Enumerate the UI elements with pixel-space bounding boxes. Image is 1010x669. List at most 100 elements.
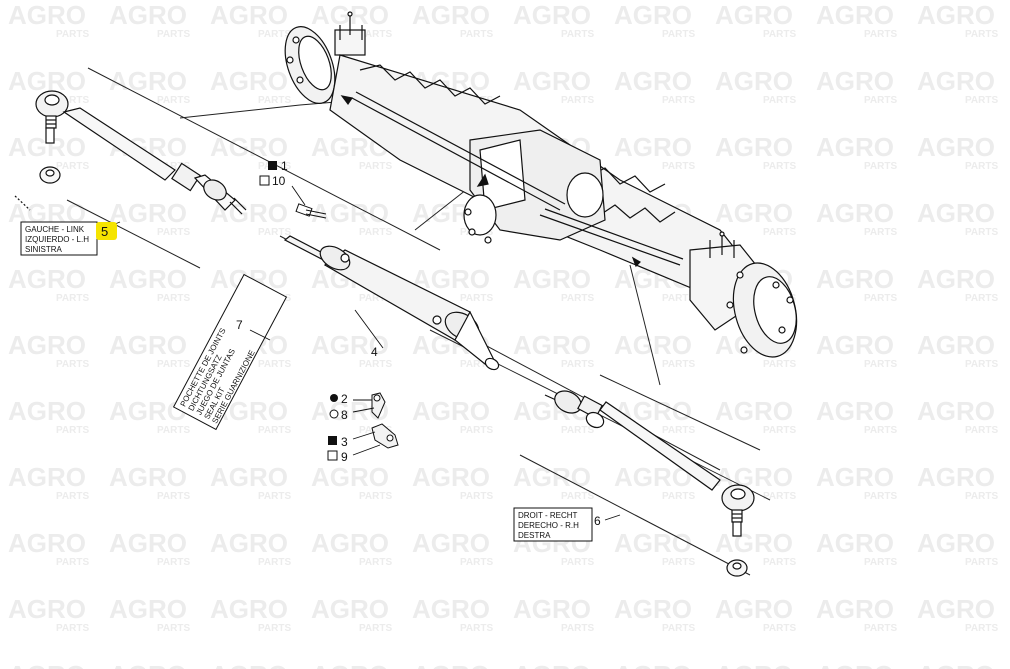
front-axle-assembly <box>284 11 798 358</box>
watermark-brand: AGRO <box>513 660 591 669</box>
watermark-sub: PARTS <box>864 359 897 370</box>
callout-5-highlight[interactable]: 5 <box>96 222 117 240</box>
watermark-sub: PARTS <box>965 95 998 106</box>
watermark-sub: PARTS <box>460 557 493 568</box>
watermark-brand: AGRO <box>715 594 793 624</box>
watermark-brand: AGRO <box>715 396 793 426</box>
callout-7: 7 <box>236 318 243 332</box>
watermark-sub: PARTS <box>864 29 897 40</box>
watermark-sub: PARTS <box>662 557 695 568</box>
callout-1: 1 <box>281 159 288 173</box>
watermark-brand: AGRO <box>412 594 490 624</box>
watermark-brand: AGRO <box>8 462 86 492</box>
watermark-brand: AGRO <box>8 330 86 360</box>
watermark-sub: PARTS <box>965 425 998 436</box>
watermark-sub: PARTS <box>763 95 796 106</box>
watermark-brand: AGRO <box>513 462 591 492</box>
watermark-brand: AGRO <box>816 330 894 360</box>
callout-2: 2 <box>341 392 348 406</box>
watermark-sub: PARTS <box>56 557 89 568</box>
watermark-brand: AGRO <box>412 396 490 426</box>
watermark-sub: PARTS <box>864 623 897 634</box>
watermark-sub: PARTS <box>258 557 291 568</box>
left-label-line-3: SINISTRA <box>25 245 63 254</box>
watermark-sub: PARTS <box>157 293 190 304</box>
watermark-brand: AGRO <box>816 528 894 558</box>
watermark-brand: AGRO <box>917 396 995 426</box>
left-tie-rod <box>14 90 247 215</box>
watermark-brand: AGRO <box>8 0 86 30</box>
watermark-sub: PARTS <box>763 227 796 238</box>
watermark-sub: PARTS <box>662 29 695 40</box>
watermark-brand: AGRO <box>715 528 793 558</box>
watermark-sub: PARTS <box>56 29 89 40</box>
right-label-line-1: DROIT - RECHT <box>518 511 578 520</box>
watermark-sub: PARTS <box>561 95 594 106</box>
watermark-sub: PARTS <box>561 425 594 436</box>
watermark-brand: AGRO <box>210 462 288 492</box>
watermark-brand: AGRO <box>614 528 692 558</box>
watermark-sub: PARTS <box>662 359 695 370</box>
watermark-brand: AGRO <box>715 66 793 96</box>
watermark-sub: PARTS <box>157 557 190 568</box>
watermark-sub: PARTS <box>359 623 392 634</box>
watermark-sub: PARTS <box>359 359 392 370</box>
watermark-brand: AGRO <box>816 66 894 96</box>
watermark-brand: AGRO <box>917 66 995 96</box>
watermark-sub: PARTS <box>763 557 796 568</box>
watermark-sub: PARTS <box>258 623 291 634</box>
watermark-sub: PARTS <box>258 425 291 436</box>
watermark-brand: AGRO <box>8 264 86 294</box>
watermark-brand: AGRO <box>917 264 995 294</box>
watermark-sub: PARTS <box>864 95 897 106</box>
watermark-brand: AGRO <box>715 660 793 669</box>
watermark-brand: AGRO <box>412 0 490 30</box>
watermark-sub: PARTS <box>662 161 695 172</box>
empty-circle-icon <box>329 409 339 419</box>
watermark-layer: AGROPARTSAGROPARTSAGROPARTSAGROPARTSAGRO… <box>8 0 998 669</box>
watermark-sub: PARTS <box>763 491 796 502</box>
watermark-brand: AGRO <box>210 132 288 162</box>
watermark-sub: PARTS <box>56 491 89 502</box>
watermark-sub: PARTS <box>965 293 998 304</box>
watermark-sub: PARTS <box>460 623 493 634</box>
watermark-brand: AGRO <box>715 0 793 30</box>
watermark-brand: AGRO <box>917 132 995 162</box>
watermark-sub: PARTS <box>965 359 998 370</box>
watermark-brand: AGRO <box>816 594 894 624</box>
watermark-brand: AGRO <box>109 0 187 30</box>
watermark-brand: AGRO <box>513 264 591 294</box>
steering-cylinder <box>283 235 500 371</box>
watermark-sub: PARTS <box>359 227 392 238</box>
watermark-sub: PARTS <box>763 425 796 436</box>
watermark-brand: AGRO <box>412 660 490 669</box>
right-label-line-3: DESTRA <box>518 531 551 540</box>
watermark-brand: AGRO <box>311 594 389 624</box>
watermark-sub: PARTS <box>864 227 897 238</box>
watermark-sub: PARTS <box>763 359 796 370</box>
watermark-sub: PARTS <box>56 161 89 172</box>
watermark-brand: AGRO <box>210 0 288 30</box>
watermark-brand: AGRO <box>109 462 187 492</box>
watermark-brand: AGRO <box>109 198 187 228</box>
left-label-line-2: IZQUIERDO - L.H <box>25 235 89 244</box>
watermark-sub: PARTS <box>864 425 897 436</box>
callout-9: 9 <box>341 450 348 464</box>
watermark-sub: PARTS <box>359 293 392 304</box>
callout-5: 5 <box>101 224 108 239</box>
empty-square-icon <box>259 175 270 186</box>
watermark-sub: PARTS <box>763 29 796 40</box>
watermark-brand: AGRO <box>917 594 995 624</box>
watermark-sub: PARTS <box>965 227 998 238</box>
watermark-brand: AGRO <box>917 198 995 228</box>
watermark-brand: AGRO <box>109 396 187 426</box>
watermark-brand: AGRO <box>917 0 995 30</box>
filled-square-icon <box>328 436 337 445</box>
watermark-brand: AGRO <box>816 396 894 426</box>
watermark-sub: PARTS <box>763 623 796 634</box>
watermark-brand: AGRO <box>311 528 389 558</box>
watermark-sub: PARTS <box>56 623 89 634</box>
watermark-sub: PARTS <box>965 491 998 502</box>
watermark-sub: PARTS <box>864 557 897 568</box>
